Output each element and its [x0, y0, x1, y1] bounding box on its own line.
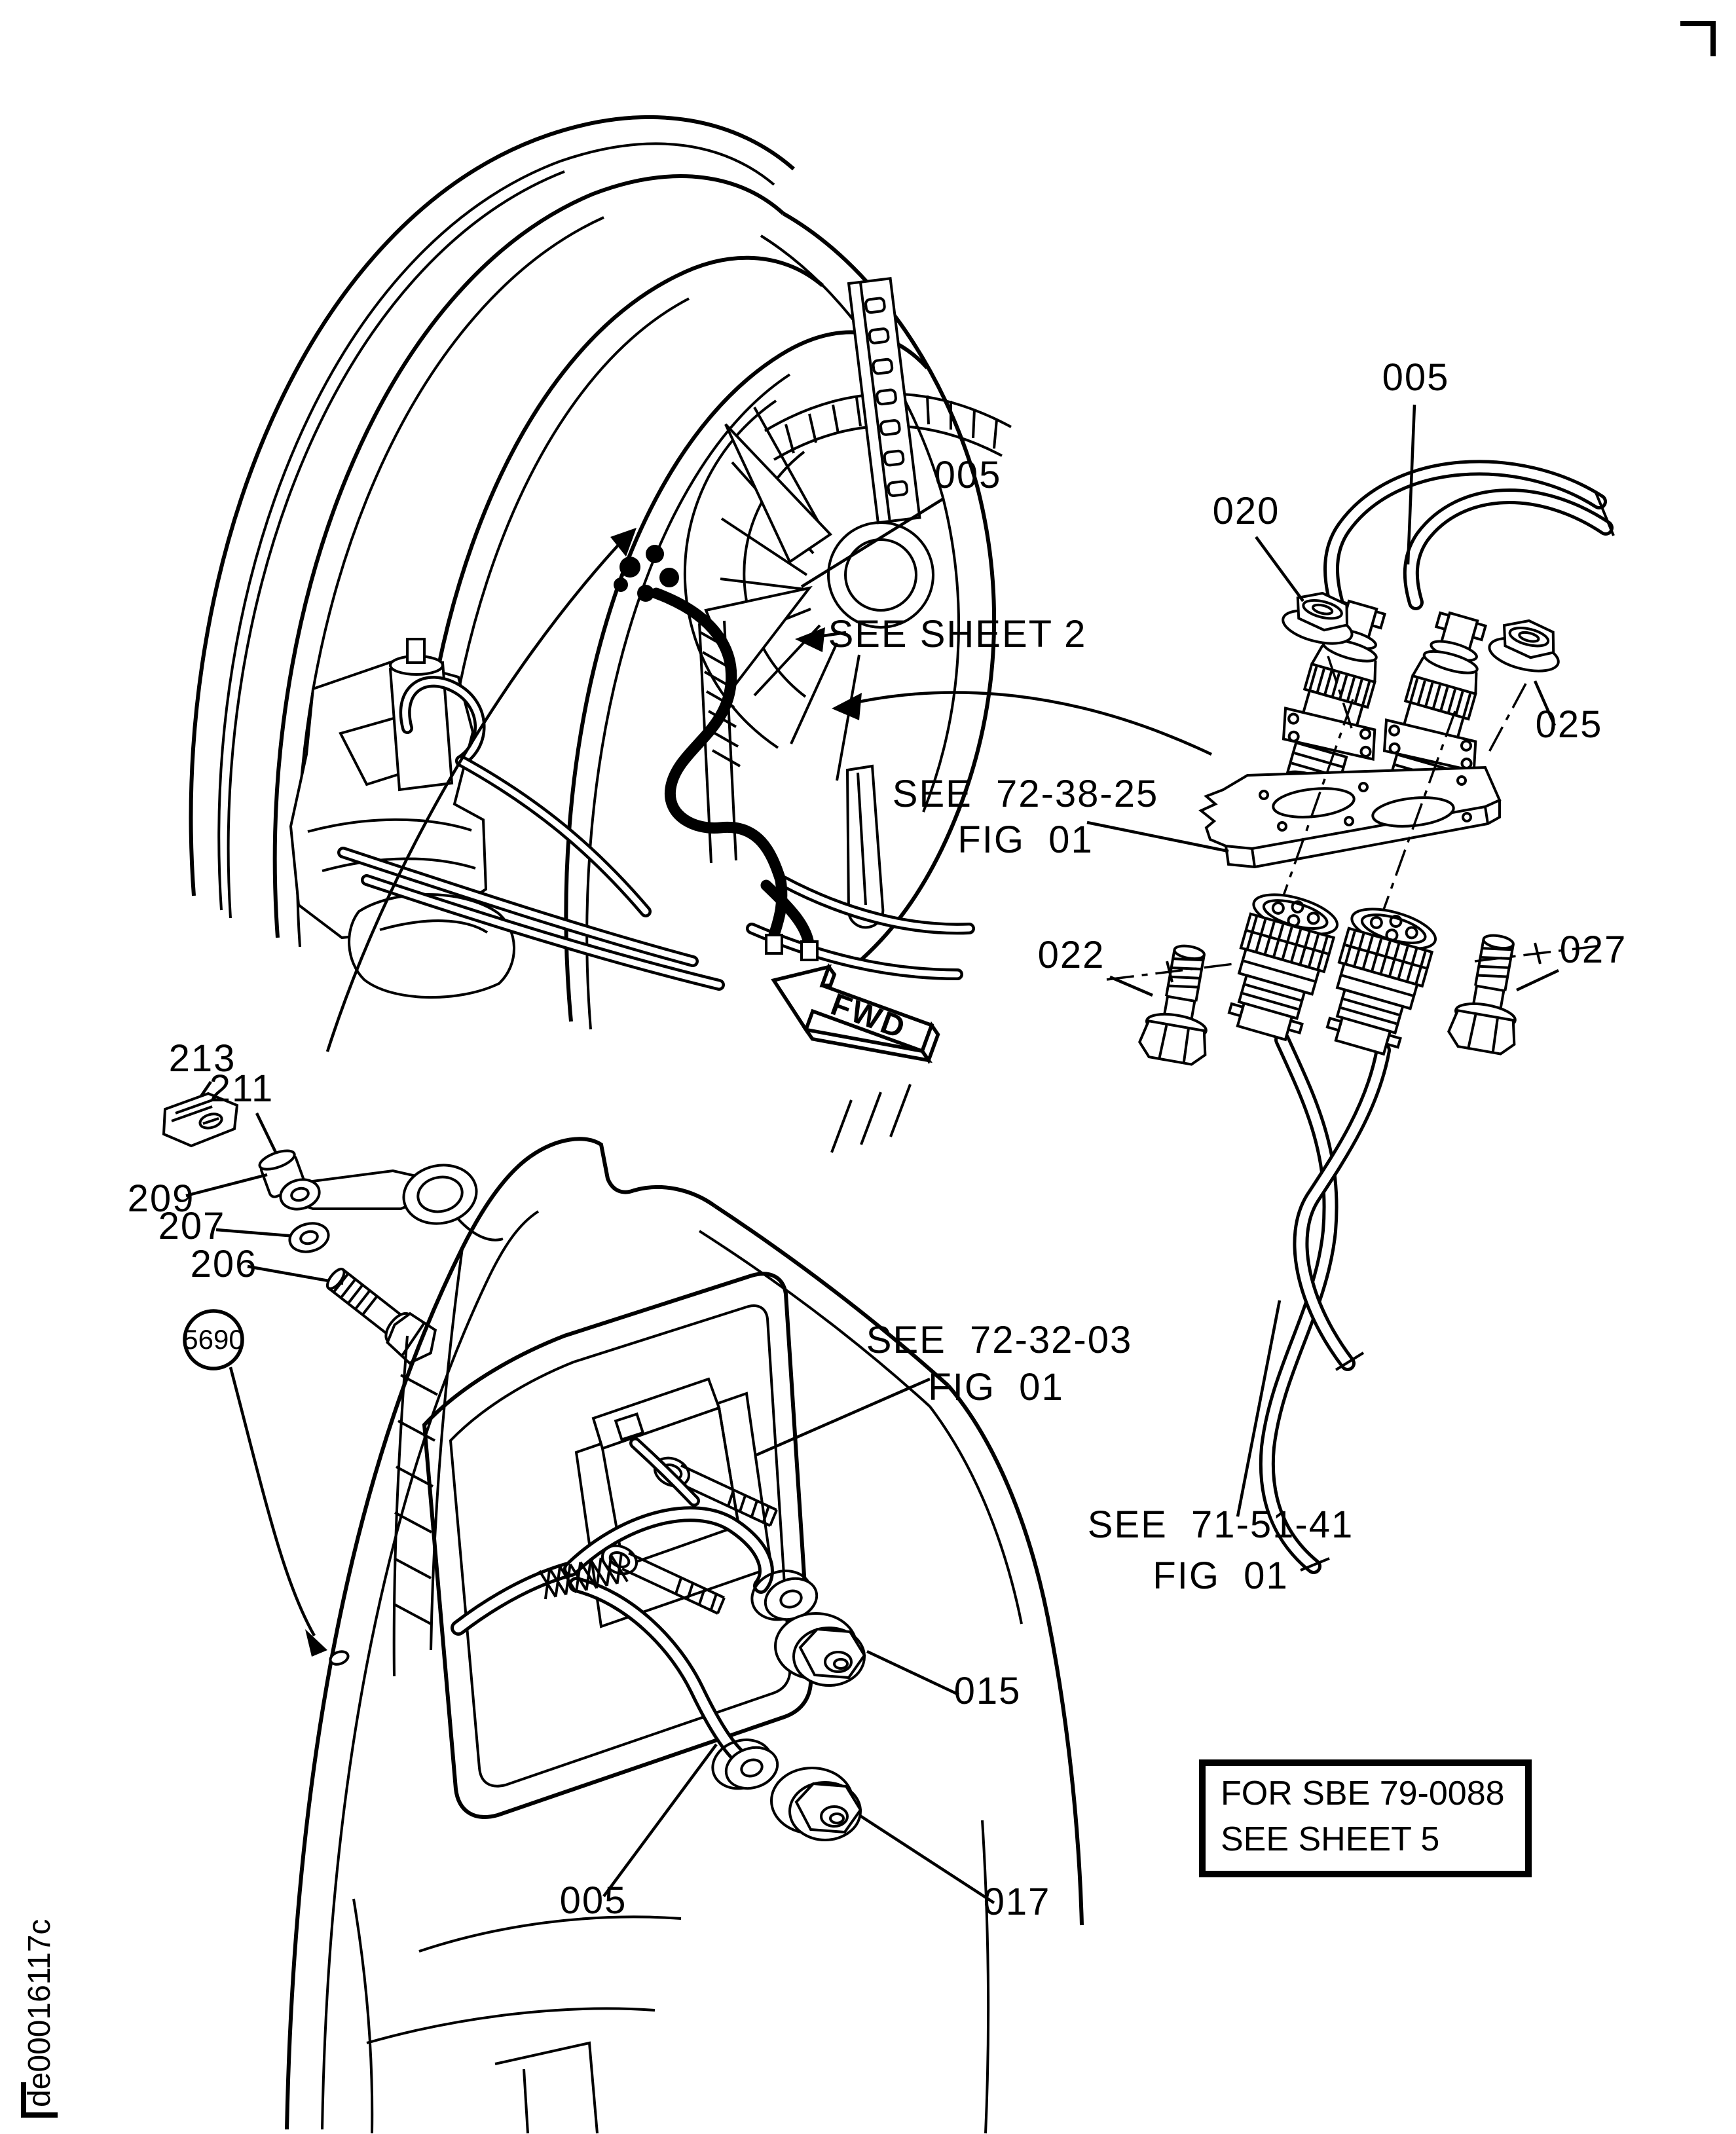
- axis-left: [1276, 699, 1354, 915]
- engine-tubes: [337, 676, 975, 991]
- leader-025: [1533, 680, 1557, 726]
- label-207: 207: [158, 1205, 226, 1247]
- swoosh-arrow: [832, 691, 1212, 756]
- bolt-027: [1447, 934, 1517, 1056]
- balloon-arrow: [229, 1367, 327, 1657]
- hanging-strip: [845, 764, 885, 929]
- leader-211: [255, 1113, 280, 1157]
- leader-005-right: [1406, 404, 1416, 565]
- label-015: 015: [954, 1670, 1022, 1712]
- pylon-illustration: [285, 1084, 1084, 2134]
- label-see-72-32-03: SEE 72-32-03: [866, 1319, 1132, 1361]
- lower-connector-right: [1325, 908, 1437, 1056]
- leader-71-51-41: [1236, 1300, 1282, 1517]
- label-005-right: 005: [1382, 356, 1450, 399]
- engine-illustration: [189, 115, 1012, 1030]
- note-box: FOR SBE 79-0088 SEE SHEET 5: [1199, 1759, 1532, 1877]
- leader-207: [215, 1228, 297, 1238]
- label-206: 206: [191, 1243, 258, 1285]
- corner-mark-bottom-left: [21, 2082, 58, 2118]
- label-005-pylon: 005: [560, 1879, 627, 1922]
- leader-005-pylon: [602, 1743, 718, 1898]
- label-211: 211: [210, 1067, 274, 1110]
- label-022: 022: [1038, 934, 1105, 976]
- leader-017: [858, 1814, 995, 1904]
- slotted-strip: [847, 276, 921, 524]
- note-box-line2: SEE SHEET 5: [1221, 1820, 1439, 1858]
- fan-blades: [704, 407, 860, 781]
- lower-connector-left: [1227, 893, 1339, 1042]
- leader-015: [866, 1649, 959, 1697]
- label-see-71-51-41-fig: FIG 01: [1153, 1555, 1288, 1597]
- label-027: 027: [1560, 929, 1627, 971]
- bolt-022: [1138, 944, 1208, 1066]
- balloon-5690: [183, 1309, 244, 1371]
- nut-015: [774, 1612, 866, 1687]
- label-see-sheet-2: SEE SHEET 2: [828, 613, 1087, 655]
- cable-cut: [1594, 490, 1615, 536]
- block-bolt-upper: [654, 1456, 778, 1527]
- leader-027: [1516, 968, 1559, 992]
- label-209: 209: [128, 1177, 195, 1220]
- fwd-arrow: FWD: [771, 963, 940, 1065]
- note-box-line1: FOR SBE 79-0088: [1221, 1775, 1505, 1812]
- label-see-72-38-25-fig: FIG 01: [957, 819, 1093, 861]
- wiring-harness: [614, 545, 819, 961]
- label-see-71-51-41: SEE 71-51-41: [1088, 1503, 1354, 1546]
- axis-right: [1376, 710, 1456, 927]
- label-020: 020: [1213, 490, 1280, 532]
- part-213-tnut: [162, 1092, 239, 1148]
- part-209-clamp-arm: [279, 1164, 504, 1242]
- label-213: 213: [169, 1037, 236, 1080]
- bracket-detail-parts: 213 211 209 207: [128, 1037, 504, 1657]
- leader-72-32-03: [756, 1377, 931, 1457]
- nut-025: [1488, 619, 1560, 672]
- nut-017: [770, 1767, 862, 1841]
- corner-mark-top-right: [1680, 21, 1716, 56]
- leader-72-38-25: [1086, 820, 1229, 853]
- nut-020: [1282, 591, 1354, 645]
- leader-005-engine: [800, 498, 944, 588]
- leader-022: [1109, 975, 1153, 997]
- accessory-gearbox: [289, 638, 515, 999]
- part-207-washer: [288, 1222, 330, 1253]
- braid-hatch: [538, 1553, 629, 1600]
- leader-020: [1255, 536, 1304, 602]
- right-connector-assembly: 005: [1038, 356, 1627, 1597]
- figure-id-vertical: de00016117c: [22, 1919, 57, 2107]
- label-see-72-32-03-fig: FIG 01: [928, 1366, 1063, 1408]
- ring-terminal-lower: [711, 1738, 779, 1790]
- balloon-5690-label: 5690: [183, 1324, 244, 1355]
- edge-hatch: [394, 1374, 438, 1625]
- panel-hole: [329, 1650, 350, 1666]
- leader-209: [185, 1173, 268, 1198]
- label-025: 025: [1536, 703, 1603, 746]
- label-see-72-38-25: SEE 72-38-25: [893, 773, 1158, 815]
- location-arrow: [325, 528, 637, 1052]
- mounting-plate: [1198, 765, 1502, 869]
- part-206-bolt: [325, 1268, 437, 1365]
- arrow-see-sheet-2: [795, 627, 847, 652]
- label-005-engine: 005: [934, 454, 1002, 496]
